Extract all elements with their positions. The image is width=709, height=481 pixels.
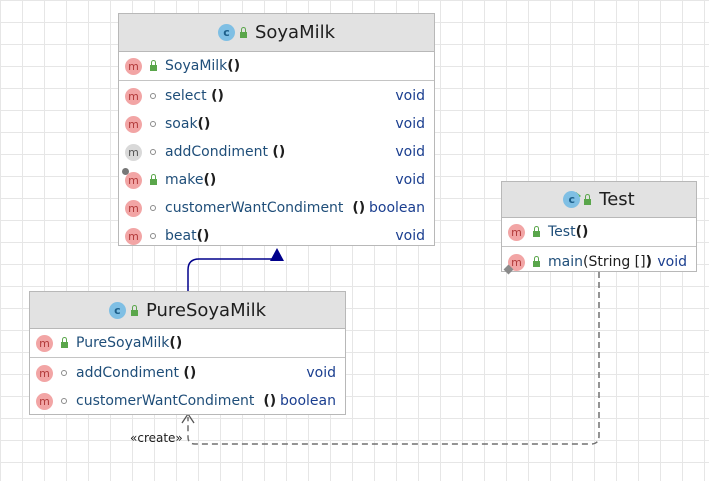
return-type: void xyxy=(657,254,687,270)
package-private-icon xyxy=(146,93,160,99)
methods-section: m select () void m soak() void m addCond… xyxy=(119,81,434,250)
method-icon: m xyxy=(125,227,142,245)
method-name: main xyxy=(548,254,583,270)
method-parens: () xyxy=(352,200,366,216)
method-name: customerWantCondiment xyxy=(76,393,255,409)
inheritance-arrowhead xyxy=(270,248,284,261)
package-private-icon xyxy=(146,205,160,211)
public-lock-icon xyxy=(529,226,543,237)
method-icon: m xyxy=(36,334,53,352)
method-icon: m xyxy=(36,392,53,410)
return-type: boolean xyxy=(280,393,336,409)
method-icon: m xyxy=(125,199,142,217)
method-row[interactable]: m customerWantCondiment () boolean xyxy=(30,387,345,415)
class-test[interactable]: c Test m Test() m main(String []) void xyxy=(501,181,697,275)
class-icon: c xyxy=(108,301,126,319)
constructor-row[interactable]: m SoyaMilk() xyxy=(119,52,434,80)
method-parens: () xyxy=(183,365,197,381)
method-icon: m xyxy=(36,364,53,382)
package-private-icon xyxy=(146,149,160,155)
create-stereotype-label: «create» xyxy=(130,431,183,445)
method-icon: m xyxy=(508,223,525,241)
package-private-icon xyxy=(146,233,160,239)
method-parens: () xyxy=(203,172,217,188)
method-row[interactable]: m addCondiment () void xyxy=(119,138,434,166)
public-lock-icon xyxy=(57,337,71,348)
method-row[interactable]: m soak() void xyxy=(119,110,434,138)
method-parens: () xyxy=(272,144,286,160)
static-method-icon: m xyxy=(508,253,525,271)
return-type: void xyxy=(395,88,425,104)
method-close-paren: ) xyxy=(645,254,653,270)
return-type: void xyxy=(395,144,425,160)
return-type: void xyxy=(395,172,425,188)
class-name: SoyaMilk xyxy=(254,22,336,43)
method-row[interactable]: m customerWantCondiment () boolean xyxy=(119,194,434,222)
constructor-row[interactable]: m Test() xyxy=(502,218,696,246)
method-parens: () xyxy=(211,88,224,104)
method-row[interactable]: m beat() void xyxy=(119,222,434,250)
constructor-name: SoyaMilk xyxy=(165,58,228,74)
return-type: void xyxy=(395,228,425,244)
method-name: customerWantCondiment xyxy=(165,200,344,216)
method-params: (String [] xyxy=(582,254,646,270)
constructor-section: m PureSoyaMilk() xyxy=(30,329,345,358)
method-parens: () xyxy=(263,393,277,409)
return-type: void xyxy=(395,116,425,132)
class-puresoyamilk[interactable]: c PureSoyaMilk m PureSoyaMilk() m addCon… xyxy=(29,291,346,415)
inheritance-line xyxy=(187,258,278,291)
method-name: addCondiment xyxy=(76,365,179,381)
package-private-icon xyxy=(57,398,71,404)
constructor-name: PureSoyaMilk xyxy=(76,335,170,351)
constructor-name: Test xyxy=(548,224,576,240)
public-lock-icon xyxy=(529,256,543,267)
method-row[interactable]: m make() void xyxy=(119,166,434,194)
public-lock-icon xyxy=(146,60,160,71)
method-icon: m xyxy=(125,115,142,133)
class-icon: c xyxy=(563,191,581,208)
constructor-section: m SoyaMilk() xyxy=(119,52,434,81)
method-icon: m xyxy=(125,57,142,75)
method-row[interactable]: m addCondiment () void xyxy=(30,359,345,387)
class-header: c Test xyxy=(502,182,696,218)
constructor-section: m Test() xyxy=(502,218,696,247)
return-type: boolean xyxy=(369,200,425,216)
class-soyamilk[interactable]: c SoyaMilk m SoyaMilk() m select () void… xyxy=(118,13,435,246)
class-icon: c xyxy=(217,24,235,41)
method-icon: m xyxy=(125,87,142,105)
dependency-line xyxy=(187,272,600,445)
method-name: soak xyxy=(165,116,198,132)
final-method-icon: m xyxy=(125,171,142,189)
public-lock-icon xyxy=(584,190,592,209)
final-marker-icon xyxy=(122,168,129,175)
class-name: PureSoyaMilk xyxy=(145,299,267,321)
return-type: void xyxy=(306,365,336,381)
methods-section: m addCondiment () void m customerWantCon… xyxy=(30,358,345,415)
method-row[interactable]: m select () void xyxy=(119,82,434,110)
class-header: c SoyaMilk xyxy=(119,14,434,52)
methods-section: m main(String []) void xyxy=(502,247,696,276)
method-parens: () xyxy=(197,116,211,132)
method-row[interactable]: m main(String []) void xyxy=(502,248,696,276)
public-lock-icon xyxy=(130,301,138,320)
package-private-icon xyxy=(146,121,160,127)
method-name: make xyxy=(165,172,204,188)
method-parens: () xyxy=(196,228,210,244)
class-header: c PureSoyaMilk xyxy=(30,292,345,329)
method-name: beat xyxy=(165,228,197,244)
abstract-method-icon: m xyxy=(125,143,142,161)
class-name: Test xyxy=(599,189,635,210)
public-lock-icon xyxy=(239,23,247,42)
package-private-icon xyxy=(57,370,71,376)
public-lock-icon xyxy=(146,174,160,185)
method-name: select xyxy=(165,88,207,104)
constructor-row[interactable]: m PureSoyaMilk() xyxy=(30,329,345,357)
method-name: addCondiment xyxy=(165,144,268,160)
